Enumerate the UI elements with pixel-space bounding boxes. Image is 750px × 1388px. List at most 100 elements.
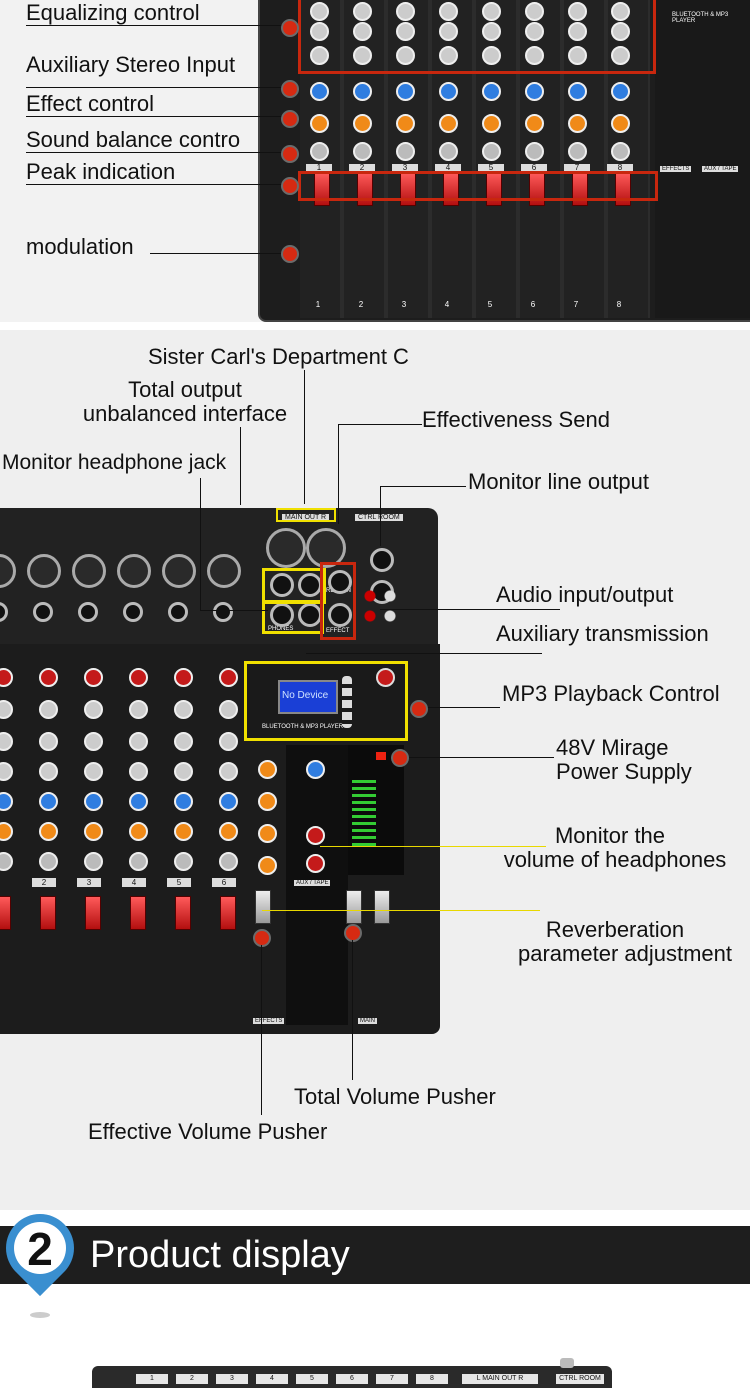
channel-knob[interactable] <box>0 792 13 811</box>
effects-knob[interactable] <box>258 856 277 875</box>
line-input-jack[interactable] <box>123 602 143 622</box>
channel-knob[interactable] <box>439 22 458 41</box>
main-out-left-xlr[interactable] <box>266 528 306 568</box>
channel-knob[interactable] <box>611 46 630 65</box>
channel-knob[interactable] <box>219 822 238 841</box>
channel-knob[interactable] <box>84 762 103 781</box>
channel-knob[interactable] <box>219 668 238 687</box>
channel-knob[interactable] <box>84 792 103 811</box>
channel-knob[interactable] <box>219 700 238 719</box>
channel-knob[interactable] <box>568 22 587 41</box>
line-input-jack[interactable] <box>33 602 53 622</box>
channel-knob[interactable] <box>0 732 13 751</box>
channel-knob[interactable] <box>439 114 458 133</box>
channel-knob[interactable] <box>310 46 329 65</box>
channel-knob[interactable] <box>310 22 329 41</box>
channel-knob[interactable] <box>568 46 587 65</box>
main-fader-right[interactable] <box>374 890 390 924</box>
channel-knob[interactable] <box>439 46 458 65</box>
channel-knob[interactable] <box>525 22 544 41</box>
channel-knob[interactable] <box>525 114 544 133</box>
channel-fader[interactable] <box>175 896 191 930</box>
channel-knob[interactable] <box>568 142 587 161</box>
channel-knob[interactable] <box>525 2 544 21</box>
channel-knob[interactable] <box>439 142 458 161</box>
channel-knob[interactable] <box>39 822 58 841</box>
channel-knob[interactable] <box>353 114 372 133</box>
channel-knob[interactable] <box>219 792 238 811</box>
channel-knob[interactable] <box>568 114 587 133</box>
channel-knob[interactable] <box>611 114 630 133</box>
channel-knob[interactable] <box>482 142 501 161</box>
effect-send-jack[interactable] <box>328 603 352 627</box>
channel-knob[interactable] <box>353 2 372 21</box>
channel-knob[interactable] <box>611 82 630 101</box>
channel-knob[interactable] <box>219 732 238 751</box>
effects-knob[interactable] <box>258 824 277 843</box>
channel-knob[interactable] <box>84 732 103 751</box>
channel-knob[interactable] <box>353 46 372 65</box>
channel-knob[interactable] <box>611 2 630 21</box>
effects-fader[interactable] <box>255 890 271 924</box>
channel-knob[interactable] <box>174 822 193 841</box>
mic-xlr-input[interactable] <box>72 554 106 588</box>
channel-knob[interactable] <box>439 82 458 101</box>
channel-knob[interactable] <box>84 700 103 719</box>
channel-knob[interactable] <box>84 668 103 687</box>
channel-knob[interactable] <box>39 792 58 811</box>
usb-jack-left[interactable] <box>270 573 294 597</box>
channel-knob[interactable] <box>39 762 58 781</box>
channel-knob[interactable] <box>396 114 415 133</box>
channel-knob[interactable] <box>611 142 630 161</box>
channel-knob[interactable] <box>525 142 544 161</box>
channel-knob[interactable] <box>353 142 372 161</box>
line-input-jack[interactable] <box>213 602 233 622</box>
line-input-jack[interactable] <box>78 602 98 622</box>
main-out-right-xlr[interactable] <box>306 528 346 568</box>
channel-knob[interactable] <box>174 852 193 871</box>
channel-knob[interactable] <box>310 2 329 21</box>
channel-knob[interactable] <box>39 700 58 719</box>
channel-knob[interactable] <box>39 852 58 871</box>
mic-xlr-input[interactable] <box>27 554 61 588</box>
channel-knob[interactable] <box>482 2 501 21</box>
channel-knob[interactable] <box>568 82 587 101</box>
channel-knob[interactable] <box>439 2 458 21</box>
usb-jack-right[interactable] <box>298 573 322 597</box>
channel-fader[interactable] <box>0 896 11 930</box>
main-fader-left[interactable] <box>346 890 362 924</box>
channel-knob[interactable] <box>129 668 148 687</box>
effects-knob[interactable] <box>258 792 277 811</box>
mp3-level-knob[interactable] <box>376 668 395 687</box>
channel-knob[interactable] <box>174 792 193 811</box>
mp3-buttons[interactable] <box>342 676 352 728</box>
channel-knob[interactable] <box>525 82 544 101</box>
channel-knob[interactable] <box>353 82 372 101</box>
line-input-jack[interactable] <box>168 602 188 622</box>
channel-knob[interactable] <box>396 82 415 101</box>
ctrl-room-jack-1[interactable] <box>370 548 394 572</box>
channel-knob[interactable] <box>174 700 193 719</box>
master-knob[interactable] <box>306 826 325 845</box>
channel-knob[interactable] <box>39 668 58 687</box>
channel-knob[interactable] <box>310 114 329 133</box>
channel-knob[interactable] <box>129 822 148 841</box>
channel-knob[interactable] <box>0 852 13 871</box>
phones-jack-2[interactable] <box>298 603 322 627</box>
phones-jack[interactable] <box>270 603 294 627</box>
channel-knob[interactable] <box>0 822 13 841</box>
channel-knob[interactable] <box>482 82 501 101</box>
channel-knob[interactable] <box>568 2 587 21</box>
channel-knob[interactable] <box>174 668 193 687</box>
channel-knob[interactable] <box>84 852 103 871</box>
channel-knob[interactable] <box>482 22 501 41</box>
mic-xlr-input[interactable] <box>162 554 196 588</box>
channel-knob[interactable] <box>0 700 13 719</box>
channel-knob[interactable] <box>353 22 372 41</box>
channel-fader[interactable] <box>40 896 56 930</box>
channel-knob[interactable] <box>129 732 148 751</box>
channel-fader[interactable] <box>220 896 236 930</box>
channel-knob[interactable] <box>482 46 501 65</box>
channel-knob[interactable] <box>129 852 148 871</box>
mic-xlr-input[interactable] <box>207 554 241 588</box>
